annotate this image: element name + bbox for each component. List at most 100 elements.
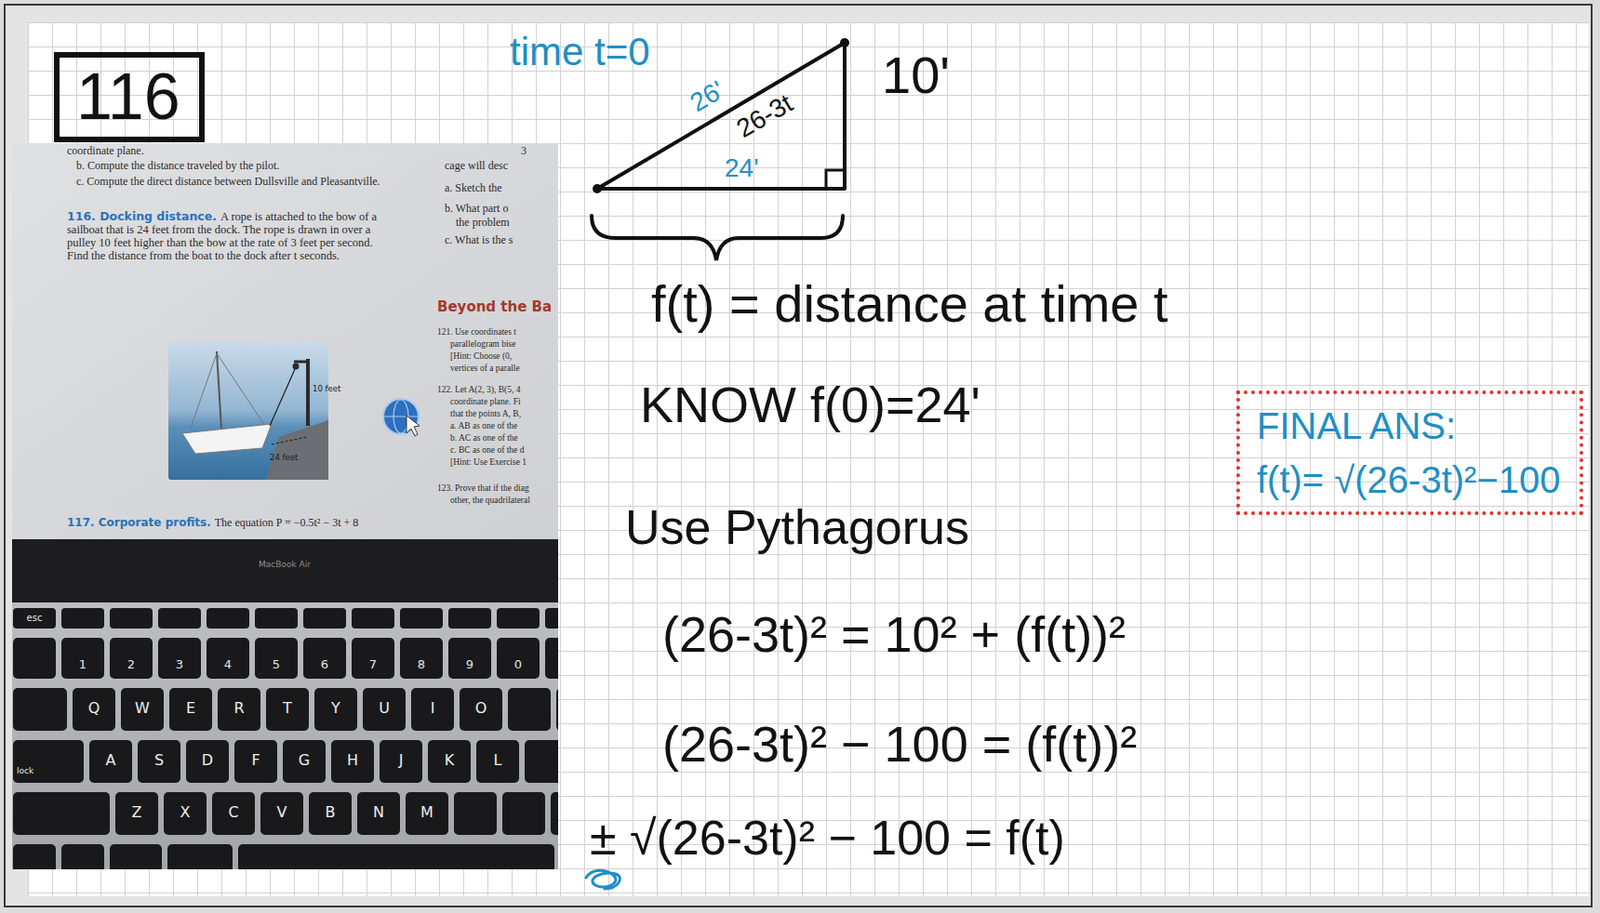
key-label: L	[476, 752, 520, 770]
problem-number-box: 116	[53, 52, 205, 143]
book-text: cage will desc	[444, 160, 508, 173]
book-text: c. BC as one of the d	[450, 445, 524, 456]
boat-hull	[182, 424, 272, 454]
fn-key	[13, 844, 56, 870]
function-keys	[13, 608, 559, 629]
book-text: 3	[520, 145, 527, 158]
key-label: U	[362, 700, 406, 718]
cross-out-scribble	[586, 870, 620, 890]
globe-equator	[384, 415, 418, 417]
key-label: 9	[448, 658, 492, 673]
length-label: 24'	[724, 153, 760, 183]
ctrl-key	[61, 844, 105, 870]
vertex-dot	[840, 38, 850, 48]
book-text: coordinate plane. Fi	[450, 397, 521, 408]
key-label: D	[186, 752, 229, 770]
key-label: 3	[158, 658, 201, 673]
rigging	[216, 353, 266, 427]
answer-formula: f(t)= √(26-3t)²−100	[1256, 459, 1563, 501]
rigging	[190, 353, 217, 428]
key-label: 5	[254, 658, 298, 673]
alt-key	[109, 844, 162, 870]
book-text: [Hint: Use Exercise 1	[450, 457, 527, 468]
key-label: N	[357, 804, 400, 822]
key-label: Z	[115, 804, 159, 822]
book-text: c. Compute the direct distance between D…	[76, 175, 395, 188]
book-text: that the points A, B,	[450, 409, 521, 420]
book-text: A rope is attached to the bow of a sailb…	[66, 210, 384, 263]
key-label: esc	[13, 613, 56, 624]
mast	[216, 351, 222, 430]
photo	[12, 143, 559, 870]
key-label: E	[169, 700, 213, 718]
keyboard-deck	[12, 602, 559, 870]
time-note: time t=0	[509, 29, 651, 74]
key-label: G	[282, 752, 326, 770]
answer-heading: FINAL ANS:	[1256, 405, 1563, 447]
brace	[591, 215, 843, 261]
key-label: 7	[351, 658, 395, 673]
key-label: T	[266, 700, 309, 718]
key-label: 0	[496, 658, 540, 673]
key-label: R	[217, 700, 261, 718]
problem-number: 116	[76, 61, 183, 134]
laptop-bezel	[12, 539, 559, 607]
book-text: coordinate plane.	[66, 145, 145, 158]
letter-keys	[115, 792, 559, 836]
exercise-title: 116. Docking distance.	[66, 210, 217, 224]
key-label: 1	[61, 658, 105, 673]
book-text: vertices of a paralle	[450, 363, 520, 374]
equation-line: (26-3t)² − 100 = (f(t))²	[662, 716, 1137, 773]
rope	[269, 369, 295, 427]
section-heading: Beyond the Ba	[437, 299, 552, 316]
dimension-line	[271, 437, 307, 445]
figure-label: 24 feet	[269, 453, 298, 464]
book-text: parallelogram bise	[450, 339, 516, 350]
caps-key	[13, 740, 84, 784]
pulley-arm	[293, 360, 310, 364]
book-text: b. AC as one of the	[450, 433, 519, 444]
handwritten-line: Use Pythagorus	[625, 500, 970, 555]
book-text: [Hint: Choose (0,	[450, 351, 512, 362]
pulley-post	[306, 359, 310, 427]
shift-key	[13, 792, 110, 836]
key-label: V	[260, 804, 304, 822]
key-label: I	[411, 700, 454, 718]
exercise-title: 117. Corporate profits.	[66, 517, 212, 530]
key-label: W	[120, 700, 164, 718]
key-label: H	[331, 752, 374, 770]
book-text: b. Compute the distance traveled by the …	[76, 160, 384, 173]
key-label: K	[427, 752, 471, 770]
sailboat-picture	[168, 341, 329, 480]
equation-line: (26-3t)² = 10² + (f(t))²	[662, 606, 1126, 663]
cursor-arrow	[406, 415, 420, 437]
key-label: lock	[16, 766, 34, 776]
key-label: Y	[314, 700, 358, 718]
key-label: J	[379, 752, 423, 770]
key-label: O	[459, 700, 503, 718]
key-label: 8	[400, 658, 443, 673]
pulley	[293, 363, 300, 371]
key-label: Q	[72, 700, 116, 718]
book-text: b. What part o	[444, 202, 508, 215]
book-text: 121. Use coordinates t	[437, 327, 517, 338]
cmd-key	[167, 844, 233, 870]
key-label: 4	[206, 658, 250, 673]
book-text: a. AB as one of the	[450, 421, 518, 432]
handwritten-line: KNOW f(0)=24'	[640, 376, 981, 433]
book-text: a. Sketch the	[444, 182, 503, 195]
figure-label: 10 feet	[312, 385, 341, 395]
right-angle-mark	[826, 170, 845, 189]
key-label: X	[163, 804, 207, 822]
book-page	[12, 143, 559, 544]
key-label: M	[405, 804, 449, 822]
key-label: C	[212, 804, 255, 822]
handwritten-line: f(t) = distance at time t	[651, 275, 1169, 334]
length-label: 10'	[881, 46, 950, 106]
book-text: 123. Prove that if the diag	[437, 483, 530, 494]
final-answer-box: FINAL ANS: f(t)= √(26-3t)²−100	[1236, 390, 1584, 516]
brand-text: MacBook Air	[238, 560, 332, 570]
dock	[266, 420, 329, 480]
number-keys	[13, 638, 559, 680]
letter-keys	[72, 688, 559, 732]
